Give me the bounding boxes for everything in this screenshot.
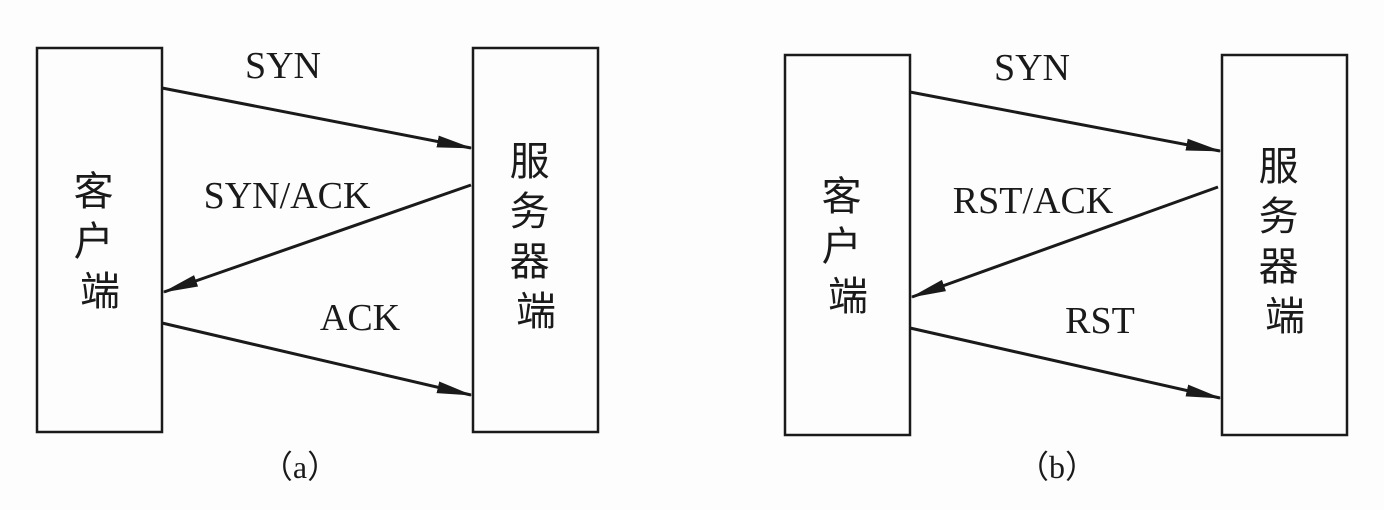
- client-label: 客 户 端: [822, 174, 875, 320]
- syn-ack-arrow: [162, 183, 472, 294]
- ack-arrow: [161, 321, 473, 397]
- ack-label: ACK: [320, 297, 401, 339]
- rst-arrow: [909, 326, 1222, 400]
- caption-a: （a）: [261, 449, 339, 485]
- rst-ack-arrow: [910, 185, 1219, 299]
- server-label: 服 务 器 端: [510, 139, 563, 335]
- diagram-a: 客 户 端 服 务 器 端 SYN SYN/ACK ACK （a）: [35, 45, 600, 485]
- syn-ack-label: SYN/ACK: [204, 175, 371, 217]
- syn-label: SYN: [994, 47, 1070, 89]
- diagram-b: 客 户 端 服 务 器 端 SYN RST/ACK RST （b）: [783, 47, 1349, 485]
- client-label: 客 户 端: [74, 169, 127, 315]
- rst-label: RST: [1065, 300, 1135, 342]
- client-box: [35, 46, 164, 434]
- rst-ack-label: RST/ACK: [953, 180, 1114, 222]
- syn-arrow: [909, 90, 1222, 153]
- caption-b: （b）: [1017, 449, 1097, 485]
- client-box: [783, 53, 912, 437]
- server-box: [1220, 53, 1349, 437]
- syn-arrow: [161, 86, 473, 150]
- server-box: [471, 46, 600, 434]
- server-label: 服 务 器 端: [1259, 144, 1312, 340]
- syn-label: SYN: [245, 45, 321, 87]
